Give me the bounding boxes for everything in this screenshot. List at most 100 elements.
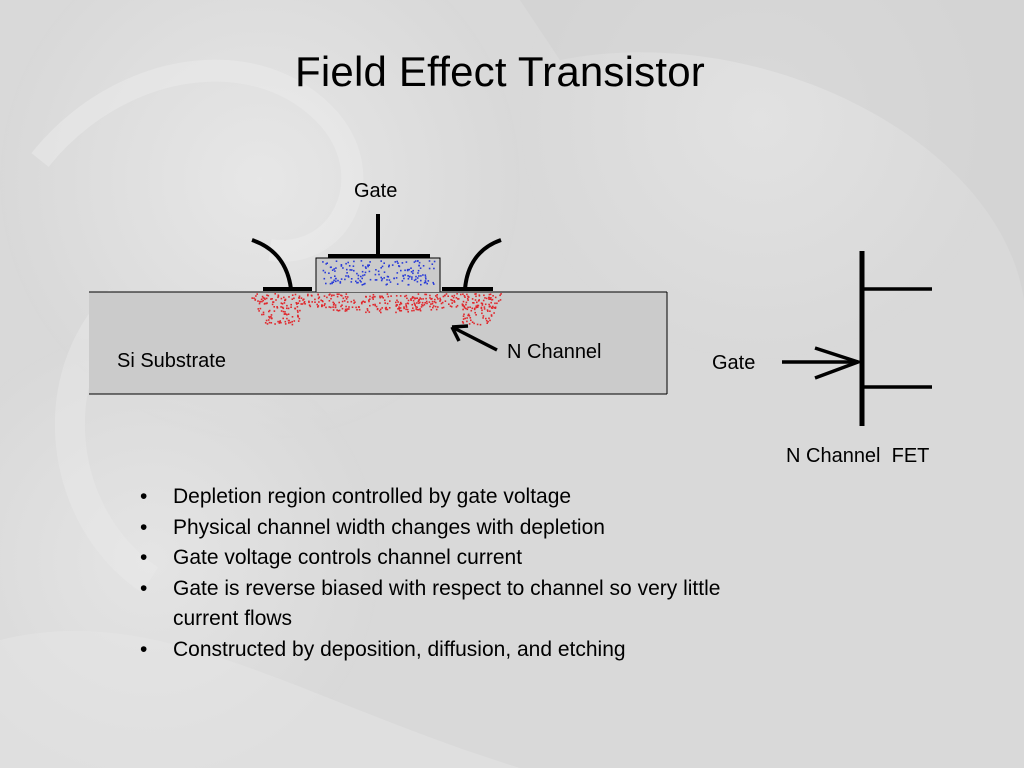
doping-dot <box>299 309 301 312</box>
doping-dot <box>271 298 273 300</box>
doping-dot <box>277 320 279 323</box>
doping-dot <box>341 304 343 306</box>
doping-dot <box>455 297 458 299</box>
doping-dot <box>297 315 299 318</box>
doping-dot <box>343 300 346 302</box>
doping-dot <box>381 307 383 309</box>
doping-dot <box>431 263 434 265</box>
doping-dot <box>451 295 453 297</box>
doping-dot <box>330 295 333 297</box>
doping-dot <box>294 307 296 310</box>
doping-dot <box>356 308 358 311</box>
doping-dot <box>488 305 491 308</box>
doping-dot <box>415 275 417 278</box>
doping-dot <box>393 277 395 280</box>
doping-dot <box>325 306 327 309</box>
doping-dot <box>475 314 477 316</box>
doping-dot <box>419 267 422 269</box>
doping-dot <box>264 298 266 301</box>
doping-dot <box>338 293 340 295</box>
doping-dot <box>301 303 304 305</box>
doping-dot <box>338 309 341 312</box>
doping-dot <box>488 296 490 299</box>
doping-dot <box>421 301 424 304</box>
doping-dot <box>425 300 428 303</box>
doping-dot <box>500 293 502 295</box>
doping-dot <box>257 300 259 302</box>
doping-dot <box>324 271 326 274</box>
doping-dot <box>419 308 421 310</box>
doping-dot <box>486 309 489 311</box>
doping-dot <box>443 294 446 297</box>
doping-dot <box>267 294 270 297</box>
doping-dot <box>471 321 474 323</box>
bullet-text: Constructed by deposition, diffusion, an… <box>173 637 626 661</box>
doping-dot <box>474 311 476 314</box>
doping-dot <box>410 267 412 269</box>
doping-dot <box>330 306 332 309</box>
doping-dot <box>263 297 266 300</box>
doping-dot <box>473 308 476 311</box>
doping-dot <box>347 261 349 264</box>
doping-dot <box>346 308 349 310</box>
doping-dot <box>416 308 418 311</box>
doping-dot <box>369 278 372 281</box>
doping-dot <box>407 311 409 313</box>
doping-dot <box>408 268 410 271</box>
doping-dot <box>406 297 408 300</box>
doping-dot <box>453 300 455 302</box>
doping-dot <box>433 260 436 263</box>
doping-dot <box>289 321 292 324</box>
doping-dot <box>483 306 486 308</box>
doping-dot <box>258 310 260 312</box>
doping-dot <box>264 302 266 305</box>
doping-dot <box>271 303 274 306</box>
doping-dot <box>441 307 443 309</box>
doping-dot <box>463 306 466 309</box>
doping-dot <box>493 306 495 309</box>
doping-dot <box>286 317 288 320</box>
doping-dot <box>482 299 485 302</box>
doping-dot <box>334 306 337 308</box>
doping-dot <box>405 261 408 263</box>
doping-dot <box>405 294 408 297</box>
doping-dot <box>369 295 371 298</box>
doping-dot <box>363 274 366 276</box>
doping-dot <box>408 276 411 278</box>
doping-dot <box>291 316 294 318</box>
doping-dot <box>364 266 367 268</box>
doping-dot <box>436 294 438 296</box>
doping-dot <box>259 307 262 310</box>
doping-dot <box>378 310 381 312</box>
doping-dot <box>291 323 294 326</box>
doping-dot <box>433 301 436 303</box>
doping-dot <box>481 309 483 312</box>
doping-dot <box>422 265 425 267</box>
doping-dot <box>347 276 350 278</box>
doping-dot <box>333 268 335 270</box>
doping-dot <box>380 267 382 269</box>
doping-dot <box>288 296 290 298</box>
doping-dot <box>478 299 480 301</box>
doping-dot <box>297 311 299 313</box>
doping-dot <box>483 294 485 297</box>
doping-dot <box>367 264 369 266</box>
doping-dot <box>391 264 394 266</box>
doping-dot <box>374 304 376 307</box>
doping-dot <box>463 295 466 297</box>
bullet-icon: • <box>140 515 148 539</box>
doping-dot <box>287 313 290 315</box>
doping-dot <box>466 317 468 319</box>
doping-dot <box>284 320 287 323</box>
doping-dot <box>380 279 383 282</box>
doping-dot <box>418 298 420 301</box>
doping-dot <box>351 269 353 271</box>
doping-dot <box>386 308 389 311</box>
doping-dot <box>317 297 320 300</box>
doping-dot <box>424 276 427 278</box>
doping-dot <box>462 293 464 295</box>
doping-dot <box>386 283 388 285</box>
doping-dot <box>383 271 386 273</box>
doping-dot <box>371 296 374 299</box>
doping-dot <box>284 313 287 315</box>
